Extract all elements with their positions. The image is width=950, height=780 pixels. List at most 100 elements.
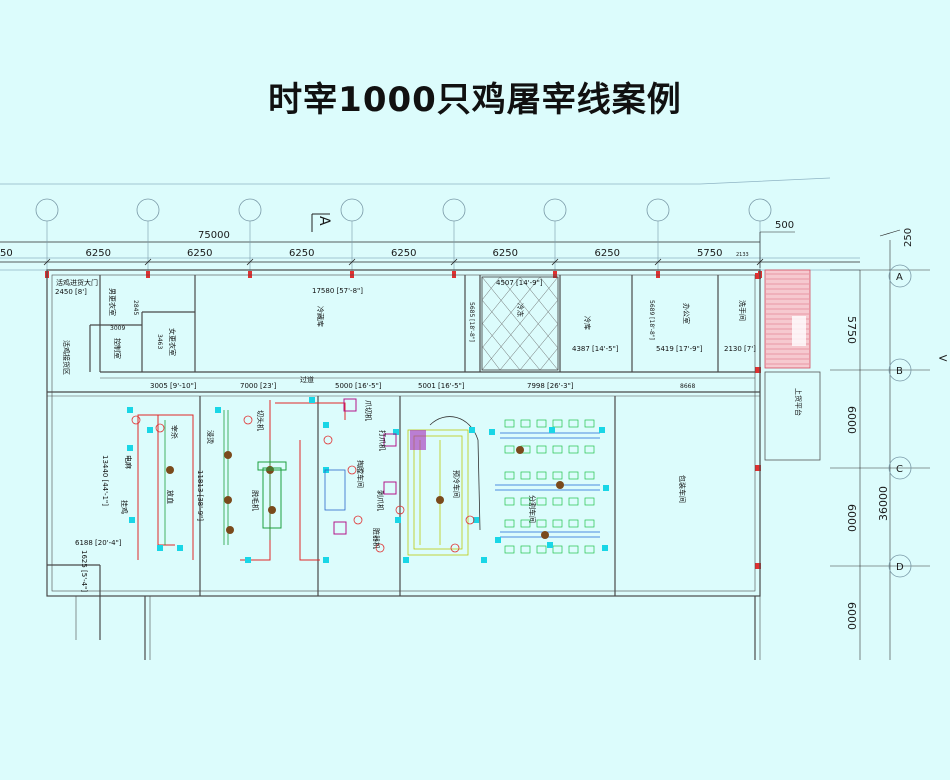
work-station <box>568 445 579 454</box>
precool-tank <box>407 416 481 556</box>
axis-bubble <box>543 198 567 222</box>
span-dimension: 6250 <box>493 248 518 259</box>
label-kill: 宰杀 <box>170 425 179 439</box>
dimension-row <box>0 241 860 263</box>
equipment-node <box>473 517 479 523</box>
equipment-node <box>393 429 399 435</box>
label-beat-machine: 打爪机 <box>378 430 387 451</box>
dim-edge-left: 50 <box>0 248 13 259</box>
drive-unit <box>224 451 232 459</box>
label-scald: 浸烫 <box>206 430 215 444</box>
section-mark-label: A <box>316 216 332 226</box>
work-station <box>552 471 563 480</box>
axis-bubble-label: C <box>896 464 903 475</box>
right-dimension: 6000 <box>845 406 858 434</box>
work-station <box>504 445 515 454</box>
motor-marker <box>465 515 475 525</box>
right-total: 36000 <box>877 486 890 521</box>
label-dim-4387: 4387 [14'-5"] <box>572 345 619 353</box>
label-cold-storage: 冷藏库 <box>316 306 325 327</box>
cutting-stations <box>504 419 595 554</box>
work-station <box>520 497 531 506</box>
equipment-node <box>481 557 487 563</box>
work-station <box>536 445 547 454</box>
work-station <box>504 519 515 528</box>
axis-bubble-right <box>888 456 912 480</box>
dimension-tick <box>654 258 662 266</box>
equipment-node <box>323 557 329 563</box>
dim-right-corner: 250 <box>903 228 914 247</box>
label-defeather: 脱毛机 <box>251 490 260 511</box>
label-dim-5689: 5689 [18'-8"] <box>648 300 655 340</box>
work-station <box>552 497 563 506</box>
process-line <box>137 400 346 561</box>
drive-unit <box>436 496 444 504</box>
axis-bubble-label: A <box>896 272 903 283</box>
label-dim-2130: 2130 [7'] <box>724 345 756 353</box>
label-wash-room: 洗手间 <box>738 300 747 321</box>
work-station <box>584 445 595 454</box>
column-marker <box>146 271 150 278</box>
motor-marker <box>450 543 460 553</box>
label-gate-dim: 2450 [8'] <box>55 288 87 296</box>
dimension-tick <box>450 258 458 266</box>
label-hang: 挂鸡 <box>120 500 129 514</box>
column-marker <box>248 271 252 278</box>
column-marker <box>350 271 354 278</box>
work-station <box>584 519 595 528</box>
equipment-node <box>395 517 401 523</box>
work-station <box>504 497 515 506</box>
axis-bubble <box>646 198 670 222</box>
precool-inlet <box>410 430 426 450</box>
evisc-table <box>324 469 346 511</box>
label-control-room: 控制室 <box>113 338 122 359</box>
label-head-cut: 切头机 <box>256 410 265 431</box>
right-dimension: 6000 <box>845 602 858 630</box>
page-title: 时宰1000只鸡屠宰线案例 <box>268 80 682 120</box>
label-dim-5419: 5419 [17'-9"] <box>656 345 703 353</box>
right-dimension: 5750 <box>845 316 858 344</box>
machine-block <box>383 481 397 495</box>
dimension-tick <box>348 258 356 266</box>
work-station <box>568 545 579 554</box>
axis-bubble <box>442 198 466 222</box>
process-line-green <box>164 410 271 545</box>
right-edge-mark: < <box>938 351 948 365</box>
label-dim-3009: 3009 <box>110 325 125 332</box>
label-dim-17580: 17580 [57'-8"] <box>312 287 363 295</box>
equipment-node <box>599 427 605 433</box>
label-dim-11813: 11813 [38'-9"] <box>196 470 204 521</box>
dim-small-a: 2133 <box>736 252 749 258</box>
motor-marker <box>375 543 385 553</box>
work-station <box>536 497 547 506</box>
equipment-node <box>147 427 153 433</box>
label-freezer: 冷冻 <box>516 303 525 317</box>
label-male-changing: 男更衣室 <box>108 288 117 316</box>
label-dim-1625: 1625 [5'-4"] <box>80 550 88 592</box>
label-dim-5001: 5001 [16'-5"] <box>418 382 465 390</box>
machine-block <box>343 398 357 412</box>
column-marker <box>755 273 761 279</box>
work-station <box>584 497 595 506</box>
label-live-bird-gate: 活鸡进货大门 <box>56 278 98 287</box>
work-station <box>520 419 531 428</box>
column-marker <box>452 271 456 278</box>
motor-marker <box>395 505 405 515</box>
column-marker <box>755 563 761 569</box>
equipment-node <box>127 407 133 413</box>
building-walls <box>46 269 761 660</box>
equipment-node <box>602 545 608 551</box>
axis-bubble <box>136 198 160 222</box>
equipment-node <box>245 557 251 563</box>
work-station <box>504 545 515 554</box>
work-station <box>552 545 563 554</box>
motor-marker <box>243 415 253 425</box>
equipment-node <box>309 397 315 403</box>
label-loading-platform: 上货平台 <box>794 388 803 416</box>
column-marker <box>755 465 761 471</box>
label-dim-8668: 8668 <box>680 383 695 390</box>
span-dimension: 6250 <box>86 248 111 259</box>
label-dim-13440: 13440 [44'-1"] <box>101 455 109 506</box>
